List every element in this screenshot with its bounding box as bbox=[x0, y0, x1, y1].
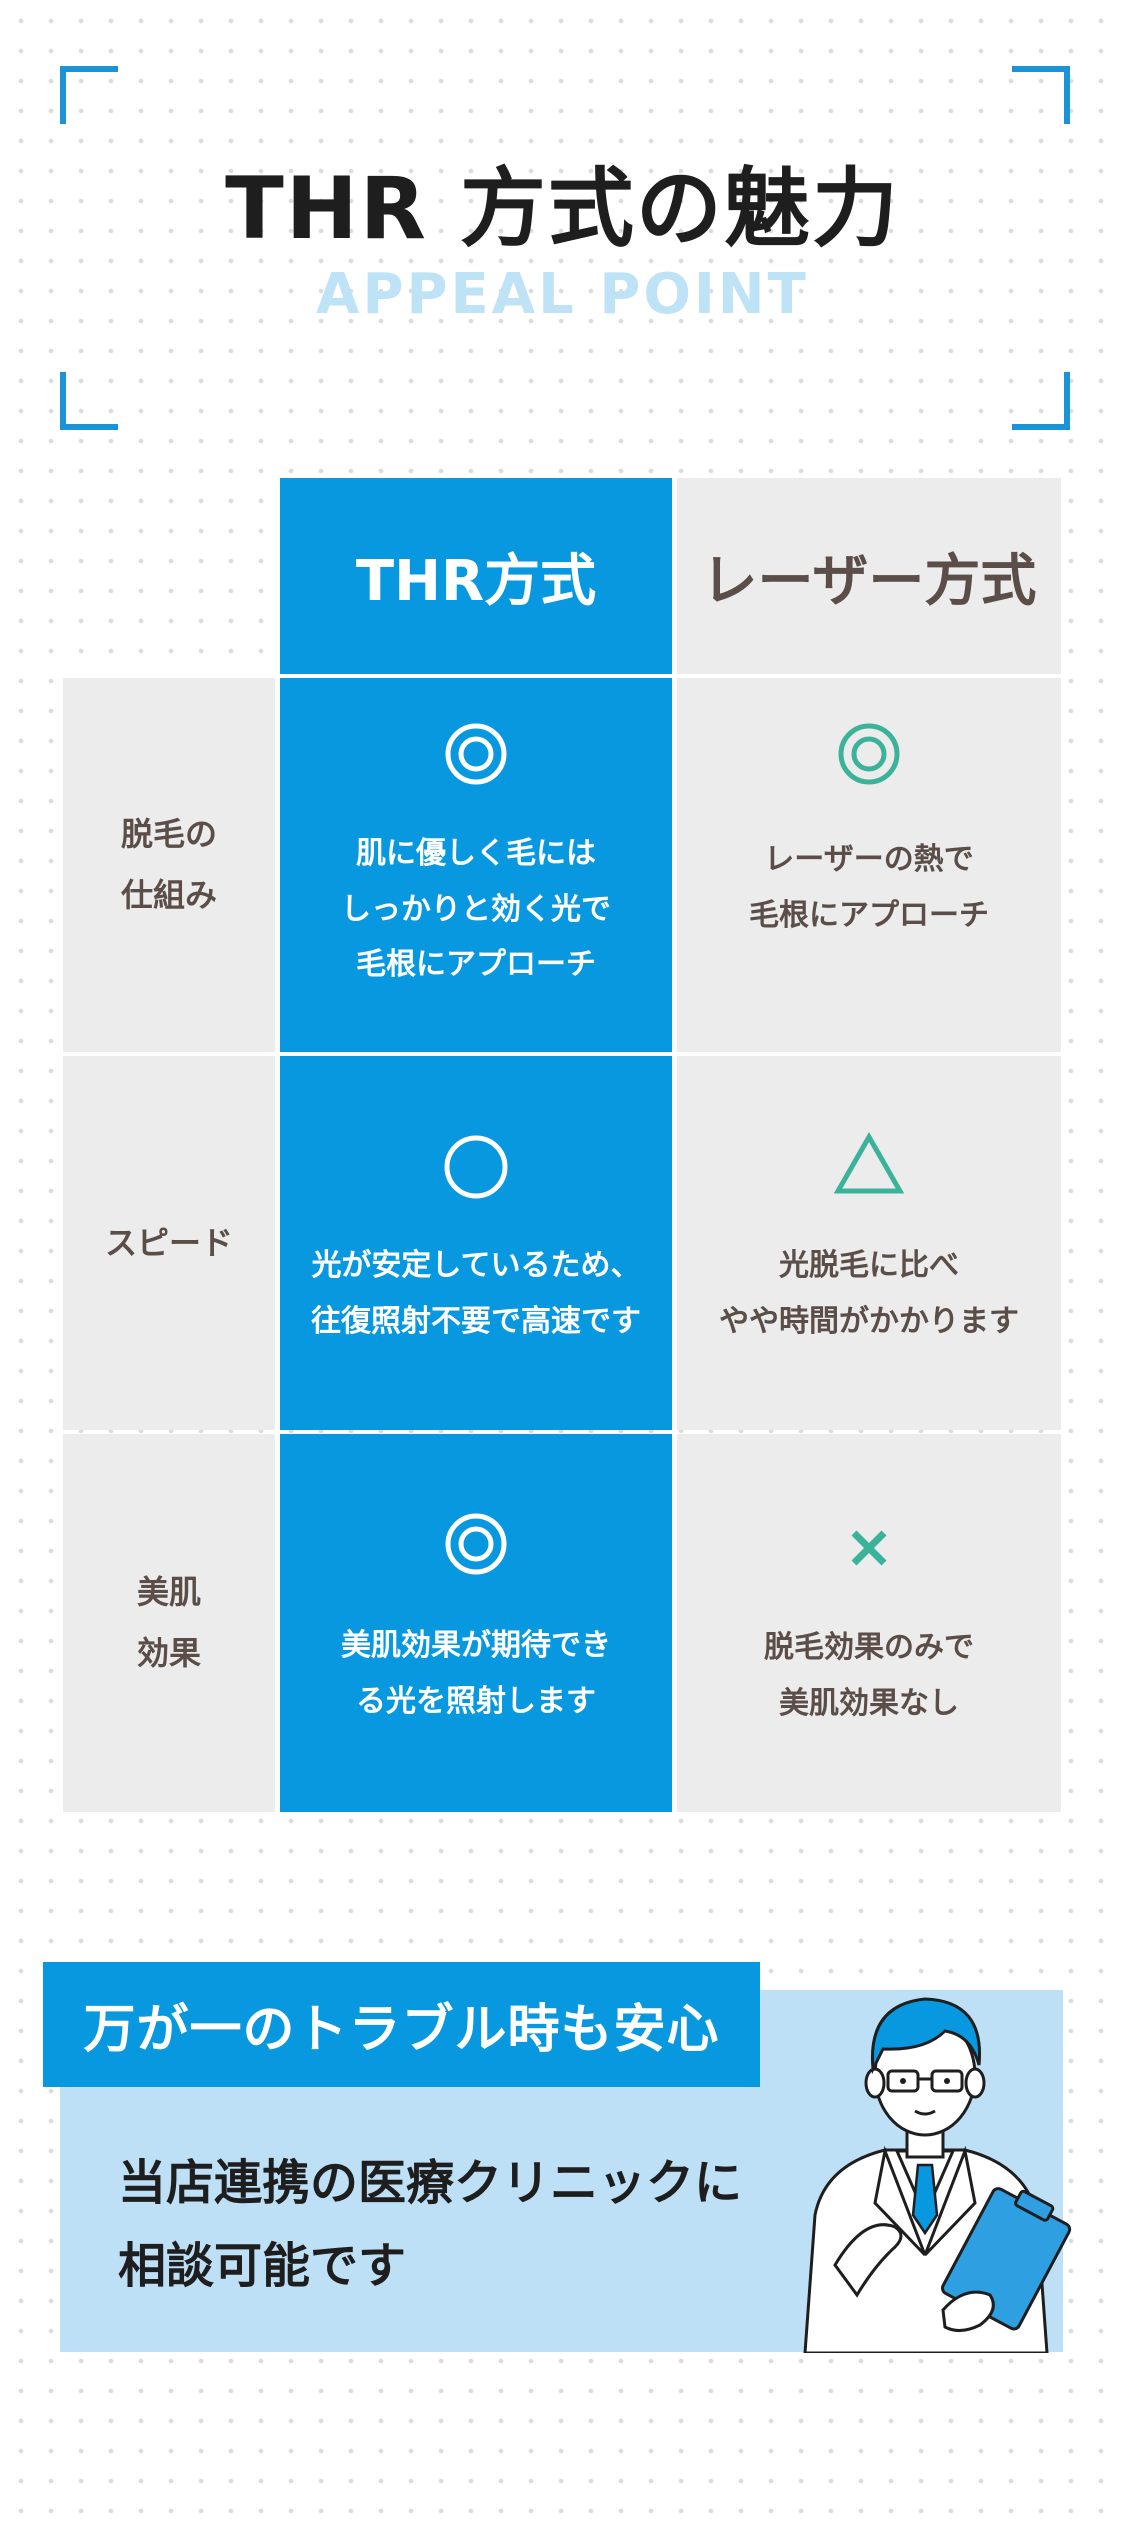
doctor-illustration bbox=[803, 1997, 1072, 2353]
laser-cell-text: 脱毛効果のみで 美肌効果なし bbox=[764, 1630, 974, 1721]
page-subtitle: APPEAL POINT bbox=[316, 262, 809, 327]
double-circle-icon bbox=[838, 723, 900, 785]
corner-bracket-top-left bbox=[60, 66, 118, 124]
triangle-icon bbox=[834, 1132, 904, 1194]
row-label-speed: スピード bbox=[63, 1056, 275, 1430]
reassurance-banner-text: 万が一のトラブル時も安心 bbox=[83, 2000, 720, 2060]
thr-cell-mechanism: 肌に優しく毛には しっかりと効く光で 毛根にアプローチ bbox=[280, 678, 672, 1052]
thr-cell-text: 光が安定しているため、 往復照射不要で高速です bbox=[311, 1248, 641, 1339]
column-header-thr: THR方式 bbox=[280, 478, 672, 674]
column-header-thr-label: THR方式 bbox=[355, 548, 597, 614]
row-label-mechanism: 脱毛の 仕組み bbox=[63, 678, 275, 1052]
laser-cell-skin: 脱毛効果のみで 美肌効果なし bbox=[677, 1434, 1061, 1812]
row-label-skin: 美肌 効果 bbox=[63, 1434, 275, 1812]
corner-bracket-bottom-left bbox=[60, 372, 118, 430]
double-circle-icon bbox=[445, 723, 507, 785]
row-label-text: スピード bbox=[104, 1223, 233, 1262]
page-title: THR 方式の魅力 bbox=[225, 159, 900, 259]
laser-cell-speed: 光脱毛に比べ やや時間がかかります bbox=[677, 1056, 1061, 1430]
thr-cell-speed: 光が安定しているため、 往復照射不要で高速です bbox=[280, 1056, 672, 1430]
reassurance-body: 当店連携の医療クリニックに 相談可能です bbox=[118, 2155, 743, 2294]
column-header-laser-label: レーザー方式 bbox=[701, 548, 1037, 614]
thr-cell-skin: 美肌効果が期待でき る光を照射します bbox=[280, 1434, 672, 1812]
corner-bracket-top-right bbox=[1012, 66, 1070, 124]
reassurance-banner: 万が一のトラブル時も安心 bbox=[43, 1962, 760, 2087]
column-header-laser: レーザー方式 bbox=[677, 478, 1061, 674]
cross-icon bbox=[851, 1530, 887, 1566]
laser-cell-text: 光脱毛に比べ やや時間がかかります bbox=[719, 1248, 1019, 1339]
double-circle-icon bbox=[445, 1513, 507, 1575]
circle-icon bbox=[444, 1135, 508, 1199]
thr-cell-text: 美肌効果が期待でき る光を照射します bbox=[341, 1628, 611, 1719]
row-label-text: 脱毛の 仕組み bbox=[120, 815, 217, 914]
laser-cell-text: レーザーの熱で 毛根にアプローチ bbox=[749, 842, 989, 933]
laser-cell-mechanism: レーザーの熱で 毛根にアプローチ bbox=[677, 678, 1061, 1052]
corner-bracket-bottom-right bbox=[1012, 372, 1070, 430]
row-label-text: 美肌 効果 bbox=[136, 1573, 201, 1672]
thr-cell-text: 肌に優しく毛には しっかりと効く光で 毛根にアプローチ bbox=[341, 836, 611, 982]
